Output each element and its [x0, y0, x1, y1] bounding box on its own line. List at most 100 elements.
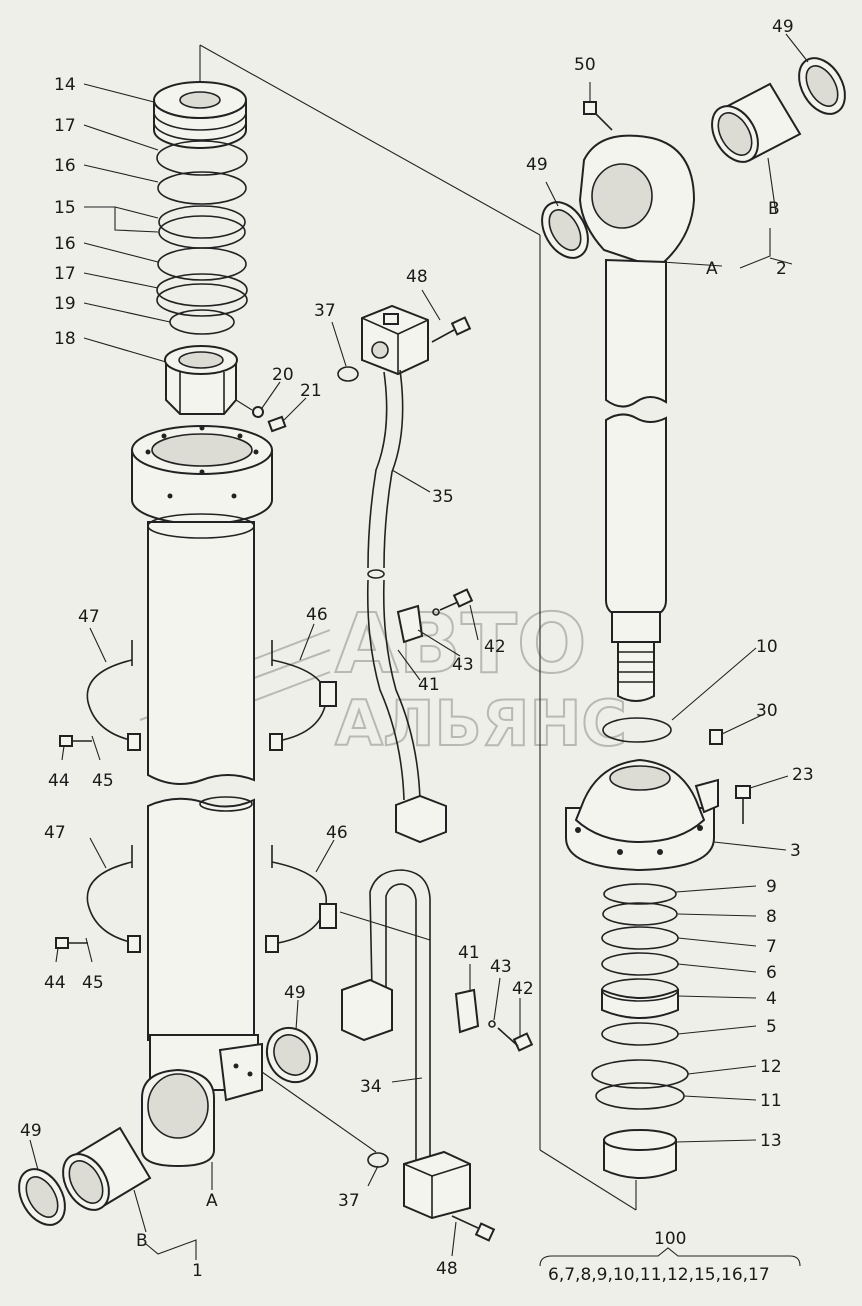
part-labels: 14 17 16 15 16 17 19 18 20 21 47 46 44 4…: [20, 17, 814, 1285]
cylinder-bottom-eye: [141, 1034, 263, 1168]
label-16: 16: [54, 156, 76, 176]
o-ring-37-lower: [367, 1152, 389, 1168]
label-43: 43: [452, 655, 474, 675]
cylinder-tube-upper: [147, 513, 255, 785]
pipe-35: [367, 369, 404, 579]
clip-41-upper: [396, 604, 424, 644]
ring-10: [602, 717, 672, 743]
label-B-rod: B: [768, 199, 780, 219]
watermark-line2: АЛЬЯНС: [335, 687, 627, 760]
bolt-48-lower: [451, 1215, 496, 1242]
clamp-upper: [86, 640, 337, 751]
label-12: 12: [760, 1057, 782, 1077]
label-47-b: 47: [44, 823, 66, 843]
seal-49-lower: [265, 1026, 319, 1084]
label-17: 17: [54, 116, 76, 136]
label-48-b: 48: [436, 1259, 458, 1279]
label-30: 30: [756, 701, 778, 721]
cylinder-head-flange: [131, 425, 273, 525]
rod-eye: [578, 134, 696, 263]
clamp-lower: [86, 845, 337, 953]
seal-49-top-right: [798, 57, 846, 115]
label-44-b: 44: [44, 973, 66, 993]
set-screw-21: [267, 415, 287, 433]
seal-49-left: [18, 1168, 66, 1226]
label-49-rod: 49: [526, 155, 548, 175]
bolt-42-lower: [488, 1020, 534, 1052]
label-16-b: 16: [54, 234, 76, 254]
label-50: 50: [574, 55, 596, 75]
label-1: 1: [192, 1261, 203, 1281]
label-35: 35: [432, 487, 454, 507]
label-100: 100: [654, 1229, 686, 1249]
label-19: 19: [54, 294, 76, 314]
bolt-44-upper: [59, 735, 92, 747]
label-45-b: 45: [82, 973, 104, 993]
label-34: 34: [360, 1077, 382, 1097]
bushing-b-right: [711, 82, 802, 163]
label-49-lower: 49: [284, 983, 306, 1003]
label-B-cylinder: B: [136, 1231, 148, 1251]
cylinder-tube-lower: [147, 796, 255, 1041]
assembly-axis-lines: [199, 44, 637, 1211]
label-18: 18: [54, 329, 76, 349]
grease-fitting-30: [709, 729, 723, 745]
label-seal-kit: 6,7,8,9,10,11,12,15,16,17: [548, 1265, 770, 1285]
bolt-23: [735, 785, 751, 824]
label-15: 15: [54, 198, 76, 218]
label-6: 6: [766, 963, 777, 983]
label-4: 4: [766, 989, 777, 1009]
bolt-44-lower: [55, 937, 88, 949]
label-5: 5: [766, 1017, 777, 1037]
label-11: 11: [760, 1091, 782, 1111]
label-41: 41: [418, 675, 440, 695]
label-47: 47: [78, 607, 100, 627]
label-A-cylinder: A: [206, 1191, 218, 1211]
label-37-b: 37: [338, 1191, 360, 1211]
label-42: 42: [484, 637, 506, 657]
label-41-b: 41: [458, 943, 480, 963]
label-49-top-right: 49: [772, 17, 794, 37]
nut-18: [164, 345, 238, 415]
seal-rings-stack: [156, 140, 248, 335]
label-14: 14: [54, 75, 76, 95]
bushing-b-left: [62, 1126, 152, 1211]
label-43-b: 43: [490, 957, 512, 977]
label-7: 7: [766, 937, 777, 957]
ball-20: [252, 406, 264, 418]
label-46-b: 46: [326, 823, 348, 843]
label-45: 45: [92, 771, 114, 791]
seal-49-upper-right: [541, 201, 589, 259]
label-20: 20: [272, 365, 294, 385]
label-13: 13: [760, 1131, 782, 1151]
piston-14: [153, 81, 247, 149]
label-23: 23: [792, 765, 814, 785]
clip-41-lower: [454, 988, 480, 1034]
label-10: 10: [756, 637, 778, 657]
nut-13: [603, 1129, 677, 1179]
label-37: 37: [314, 301, 336, 321]
cylinder-head-3: [565, 758, 719, 872]
pipe-block-upper: [361, 304, 429, 376]
o-ring-37-upper: [337, 366, 359, 382]
label-49-left: 49: [20, 1121, 42, 1141]
pipe-41-segment: [366, 579, 447, 844]
bolt-42-upper: [432, 588, 474, 616]
label-17-b: 17: [54, 264, 76, 284]
label-44: 44: [48, 771, 70, 791]
grease-fitting-50: [583, 101, 613, 131]
label-48: 48: [406, 267, 428, 287]
leader-lines: [29, 33, 809, 1267]
seal-stack-lower: [591, 883, 689, 1110]
piston-rod: [605, 258, 667, 702]
watermark-line1: АВТО: [335, 597, 587, 692]
label-A-rod: A: [706, 259, 718, 279]
label-21: 21: [300, 381, 322, 401]
bolt-48-upper: [431, 316, 472, 343]
label-46: 46: [306, 605, 328, 625]
label-2: 2: [776, 259, 787, 279]
label-8: 8: [766, 907, 777, 927]
label-42-b: 42: [512, 979, 534, 999]
